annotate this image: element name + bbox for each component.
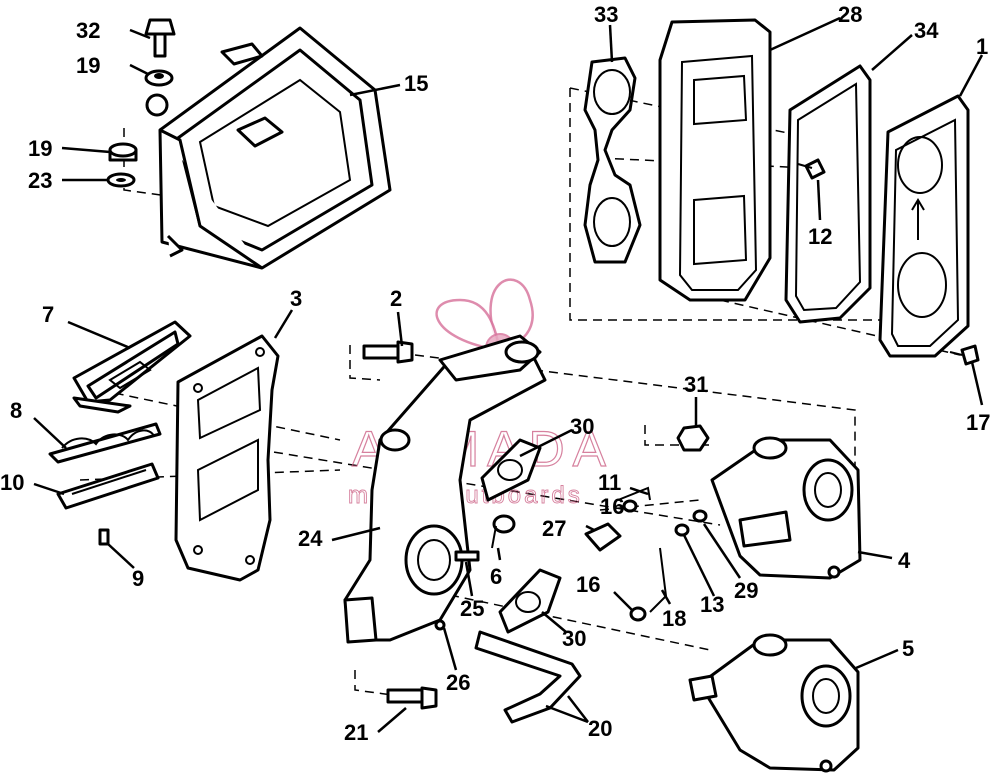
callout-28: 28	[838, 2, 862, 27]
silencer-plate-1	[878, 94, 970, 358]
callout-26: 26	[446, 670, 470, 695]
pin-26	[434, 619, 446, 631]
callout-33: 33	[594, 2, 618, 27]
screw-17	[949, 344, 980, 366]
washer-23	[106, 172, 136, 188]
callout-30b: 30	[562, 626, 586, 651]
nut-31	[676, 424, 710, 452]
link-rod-11	[617, 486, 651, 513]
callout-6: 6	[490, 564, 502, 589]
washer-13	[674, 523, 690, 537]
carburetor-5	[688, 633, 860, 773]
gasket-33	[583, 56, 642, 264]
callout-31: 31	[684, 372, 708, 397]
callout-leaders	[33, 16, 984, 733]
intake-gasket-3	[174, 334, 280, 582]
callout-30a: 30	[570, 414, 594, 439]
callout-20: 20	[588, 716, 612, 741]
callout-10: 10	[0, 470, 24, 495]
gasket-30b	[498, 568, 562, 634]
callout-16a: 16	[600, 494, 624, 519]
callout-16b: 16	[576, 572, 600, 597]
link-rod-18	[629, 547, 668, 622]
callout-29: 29	[734, 578, 758, 603]
callout-24: 24	[298, 526, 323, 551]
grommet-19b	[108, 142, 138, 162]
callout-numbers: 32 19 15 19 23 33 28 34 1 12 17 2 3 7 8 …	[0, 2, 990, 745]
fuel-hose-20	[474, 630, 582, 724]
intake-manifold-24	[343, 334, 547, 644]
callout-11: 11	[598, 470, 621, 495]
callout-7: 7	[42, 302, 54, 327]
callout-13: 13	[700, 592, 724, 617]
washer-29	[692, 509, 708, 523]
grommet-19a	[144, 69, 174, 87]
callout-3: 3	[290, 286, 302, 311]
air-silencer-cover	[145, 26, 392, 270]
gasket-30a	[480, 438, 542, 502]
callout-18: 18	[662, 606, 686, 631]
callout-21: 21	[344, 720, 368, 745]
bolt-21	[386, 686, 438, 710]
carburetor-4	[710, 436, 862, 580]
callout-5: 5	[902, 636, 914, 661]
callout-27: 27	[542, 516, 566, 541]
callout-12: 12	[808, 224, 832, 249]
reed-plate-10	[56, 462, 160, 510]
callout-32: 32	[76, 18, 100, 43]
callout-17: 17	[966, 410, 990, 435]
gasket-34	[784, 64, 872, 324]
screw-12	[797, 158, 826, 180]
callout-25: 25	[460, 596, 484, 621]
callout-2: 2	[390, 286, 402, 311]
callout-4: 4	[898, 548, 911, 573]
reed-block-7	[72, 320, 192, 414]
bolt-2	[362, 340, 414, 364]
callout-1: 1	[976, 34, 988, 59]
callout-19b: 19	[28, 136, 52, 161]
callout-23: 23	[28, 168, 52, 193]
callout-19a: 19	[76, 53, 100, 78]
callout-34: 34	[914, 18, 939, 43]
screw-9	[98, 528, 110, 546]
stud-25	[454, 550, 480, 562]
screw-6	[491, 514, 516, 549]
screw-32	[144, 18, 176, 58]
callout-8: 8	[10, 398, 22, 423]
callout-15: 15	[404, 71, 428, 96]
callout-9: 9	[132, 566, 144, 591]
silencer-base-28	[658, 18, 772, 302]
reed-petals-8	[48, 422, 162, 464]
clip-27	[584, 522, 622, 552]
